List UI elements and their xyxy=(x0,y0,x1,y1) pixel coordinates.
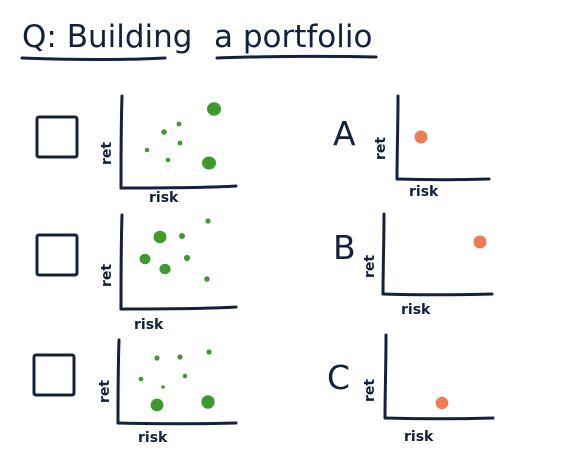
stock-dot xyxy=(165,157,171,163)
y-axis-label: ret xyxy=(99,264,115,287)
x-axis-label: risk xyxy=(409,184,439,200)
stock-dot xyxy=(138,376,144,382)
option-letter-b: B xyxy=(333,228,356,267)
stock-dot xyxy=(153,230,167,244)
answer-checkbox-3[interactable] xyxy=(32,353,76,397)
y-axis-label: ret xyxy=(373,137,389,160)
x-axis xyxy=(383,416,495,421)
y-axis xyxy=(383,333,388,420)
y-axis-label: ret xyxy=(362,379,378,402)
title-prefix: Q: Building xyxy=(22,19,192,55)
portfolio-dot xyxy=(435,396,449,410)
x-axis xyxy=(119,305,238,311)
x-axis xyxy=(395,177,491,182)
stock-dot xyxy=(161,129,167,135)
stock-dot xyxy=(179,233,185,239)
stock-dot xyxy=(207,102,221,116)
x-axis-label: risk xyxy=(134,317,164,333)
y-axis-label: ret xyxy=(362,255,378,278)
x-axis xyxy=(116,421,238,426)
stock-dot xyxy=(139,253,151,265)
stock-dot xyxy=(201,395,215,409)
stock-dot xyxy=(205,218,211,224)
stock-dot xyxy=(177,354,183,360)
y-axis-label: ret xyxy=(99,142,115,165)
y-axis xyxy=(116,338,121,425)
stock-dot xyxy=(159,263,171,275)
title-underline-left xyxy=(20,56,167,61)
question-row-3: ret risk xyxy=(32,338,238,446)
page-title: Q: Building a portfolio xyxy=(20,19,378,61)
y-axis xyxy=(119,213,124,311)
portfolio-dot xyxy=(473,235,487,249)
scatter-plot-3: ret risk xyxy=(97,338,238,446)
stock-dot xyxy=(204,276,210,282)
option-b: B ret risk xyxy=(333,212,494,318)
stock-dot xyxy=(202,156,216,170)
question-row-2: ret risk xyxy=(35,213,238,333)
title-underline-right xyxy=(215,54,378,60)
scatter-plot-1: ret risk xyxy=(99,94,238,206)
stock-dot xyxy=(150,398,164,412)
y-axis xyxy=(381,212,386,296)
title-emphasis: a portfolio xyxy=(214,19,372,55)
answer-checkbox-1[interactable] xyxy=(35,115,79,159)
portfolio-plot-b: ret risk xyxy=(362,212,494,318)
x-axis-label: risk xyxy=(149,190,179,206)
stock-dot xyxy=(144,147,150,153)
scatter-plot-2: ret risk xyxy=(99,213,238,333)
option-letter-c: C xyxy=(327,358,350,397)
x-axis xyxy=(119,184,238,190)
stock-dot xyxy=(206,349,212,355)
option-a: A ret risk xyxy=(333,94,491,200)
portfolio-plot-a: ret risk xyxy=(373,94,491,200)
portfolio-plot-c: ret risk xyxy=(362,333,495,445)
x-axis-label: risk xyxy=(401,302,431,318)
y-axis xyxy=(395,94,400,181)
x-axis-label: risk xyxy=(138,430,168,446)
x-axis xyxy=(381,292,494,297)
stock-dot xyxy=(176,121,182,127)
portfolio-dot xyxy=(414,130,428,144)
y-axis-label: ret xyxy=(97,380,113,403)
stock-dot xyxy=(183,254,191,262)
stock-dot xyxy=(182,373,188,379)
answer-checkbox-2[interactable] xyxy=(35,233,79,277)
option-c: C ret risk xyxy=(327,333,495,445)
stock-dot xyxy=(161,385,165,389)
x-axis-label: risk xyxy=(404,429,434,445)
y-axis xyxy=(119,94,124,190)
stock-dot xyxy=(177,140,183,146)
question-row-1: ret risk xyxy=(35,94,238,206)
stock-dot xyxy=(154,355,160,361)
option-letter-a: A xyxy=(333,114,356,153)
